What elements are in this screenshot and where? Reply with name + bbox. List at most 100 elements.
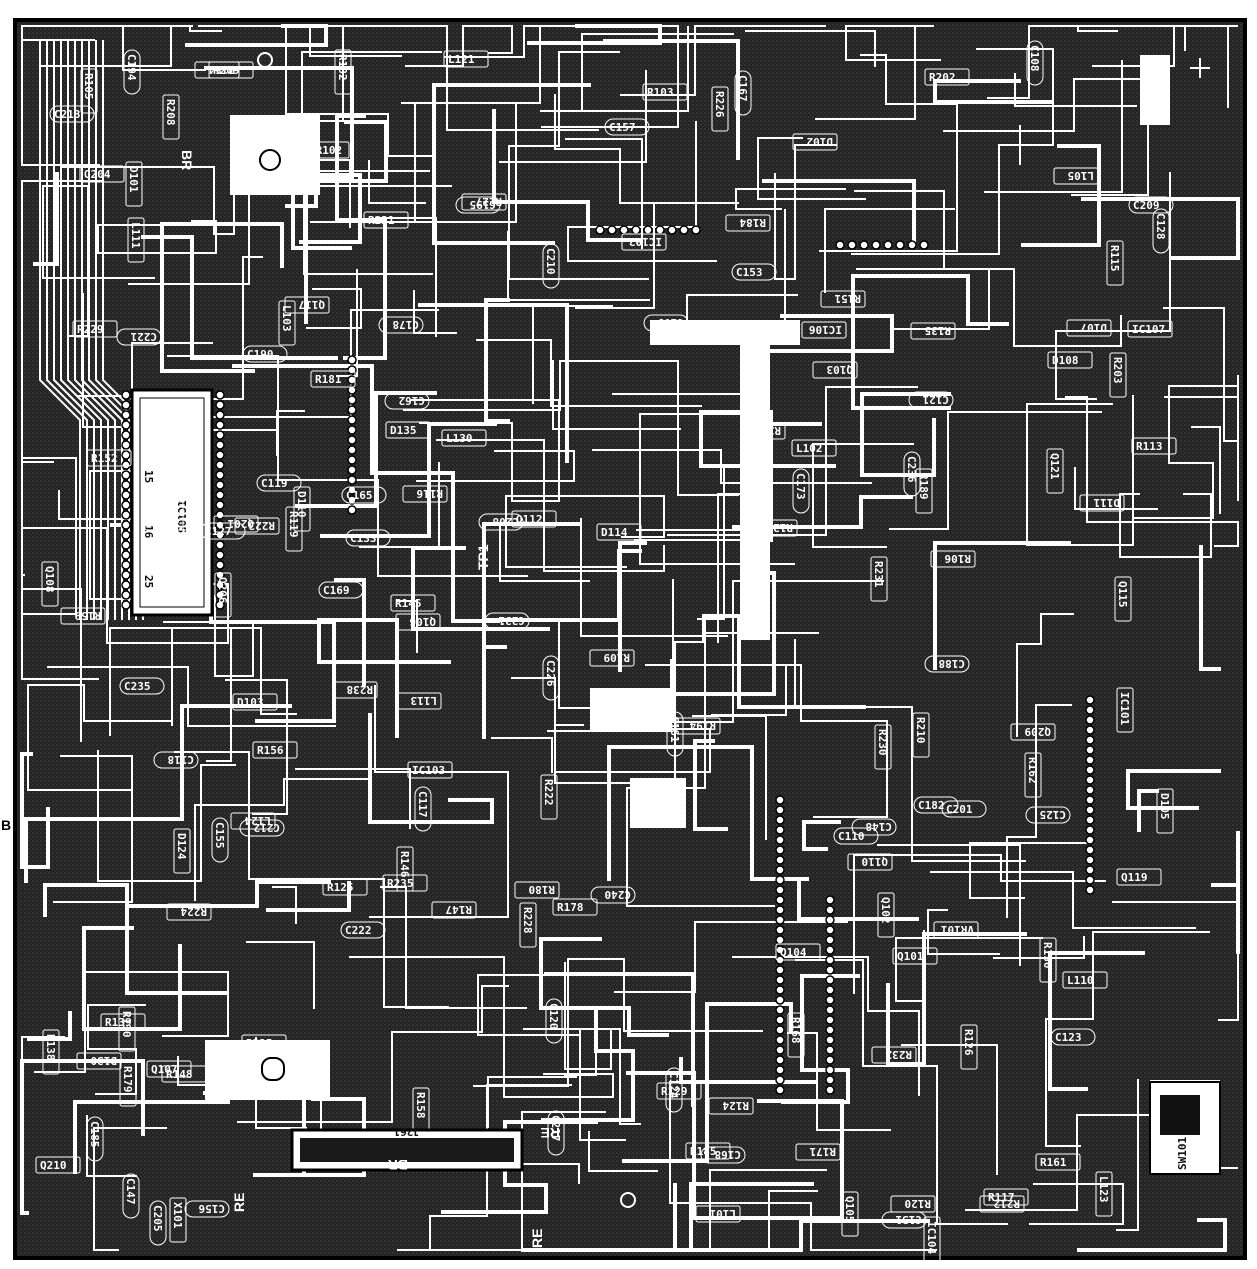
pad [619, 225, 629, 235]
component-label-r146: R146 [398, 851, 411, 878]
component-label-r222: R222 [542, 779, 555, 806]
component-body [122, 1173, 140, 1219]
trace [41, 25, 193, 67]
component-body [166, 903, 212, 921]
component-body [924, 68, 970, 86]
pad [775, 805, 785, 815]
trace [97, 750, 236, 882]
component-body [293, 486, 311, 532]
pad [1085, 865, 1095, 875]
component-body [1156, 788, 1174, 834]
trace [762, 179, 916, 243]
trace [735, 188, 846, 210]
trace [299, 173, 362, 324]
component-label-r221: R221 [368, 214, 395, 227]
component-body [1152, 208, 1170, 254]
component-label-r135: R135 [925, 324, 952, 337]
component-body [252, 741, 298, 759]
trace [815, 26, 916, 120]
trace [21, 588, 99, 742]
component-body [118, 1006, 136, 1052]
trace [128, 129, 250, 285]
component-label-d105: D105 [1158, 793, 1171, 820]
component-body [1025, 806, 1071, 824]
component-body [125, 161, 143, 207]
component-body [1050, 1028, 1096, 1046]
trace [87, 1004, 146, 1095]
pad [825, 965, 835, 975]
pad [215, 480, 225, 490]
component-body [833, 827, 879, 845]
component-body [1062, 971, 1108, 989]
edge-label-br-bottom: BR [388, 1157, 408, 1173]
trace [933, 541, 1071, 670]
pad [121, 390, 131, 400]
component-label-q112: Q112 [516, 513, 543, 526]
pad [347, 495, 357, 505]
component-label-c109: C109 [658, 316, 685, 329]
component-body [1024, 752, 1042, 798]
pad [775, 1085, 785, 1095]
component-label-q115: Q115 [1116, 581, 1129, 608]
pad [215, 550, 225, 560]
trace [285, 26, 432, 157]
component-body [200, 522, 246, 540]
pad [1085, 715, 1095, 725]
component-label-c148: C148 [866, 820, 893, 833]
component-label-r239: R239 [149, 516, 176, 529]
component-body [146, 1060, 192, 1078]
pad [1085, 855, 1095, 865]
component-label-ic107: IC107 [1132, 323, 1165, 336]
trace [672, 579, 884, 723]
component-label-r130: R130 [120, 1011, 133, 1038]
component-body [318, 581, 364, 599]
component-label-r125: R125 [327, 881, 354, 894]
component-body [908, 391, 954, 409]
bus-trace [81, 40, 123, 620]
pad [347, 475, 357, 485]
trace [1119, 493, 1212, 558]
trace [301, 51, 452, 187]
component-body [60, 607, 106, 625]
component-body [395, 613, 441, 631]
component-body [1116, 868, 1162, 886]
component-body [385, 421, 431, 439]
trace [171, 627, 297, 726]
pad [1085, 795, 1095, 805]
trace [266, 881, 351, 912]
trace [614, 921, 848, 993]
pad [775, 905, 785, 915]
pad [825, 1055, 835, 1065]
component-body [1127, 320, 1173, 338]
trace [1016, 613, 1074, 737]
pad [871, 240, 881, 250]
component-body [874, 724, 892, 770]
pad [775, 1005, 785, 1015]
component-body [455, 196, 501, 214]
trace [1006, 704, 1072, 918]
component-label-d102: D102 [807, 135, 834, 148]
trace [62, 166, 235, 235]
component-body [792, 468, 810, 514]
component-body [363, 211, 409, 229]
component-body [390, 594, 436, 612]
component-label-r231: R231 [872, 561, 885, 588]
trace [757, 137, 866, 200]
pad [215, 490, 225, 500]
trace [1014, 73, 1137, 107]
trace [411, 399, 560, 502]
pad [825, 1075, 835, 1085]
component-body [241, 1034, 287, 1052]
trace [43, 883, 229, 995]
bus-trace [74, 40, 116, 620]
component-label-r109: R109 [604, 651, 631, 664]
trace [380, 886, 527, 1009]
trace [441, 1120, 598, 1214]
pad [121, 450, 131, 460]
component-body [478, 513, 524, 531]
trace [588, 1131, 658, 1172]
component-body [340, 921, 386, 939]
component-label-ic104: IC104 [925, 1221, 938, 1254]
component-label-q204: Q204 [84, 168, 111, 181]
pad [775, 1075, 785, 1085]
